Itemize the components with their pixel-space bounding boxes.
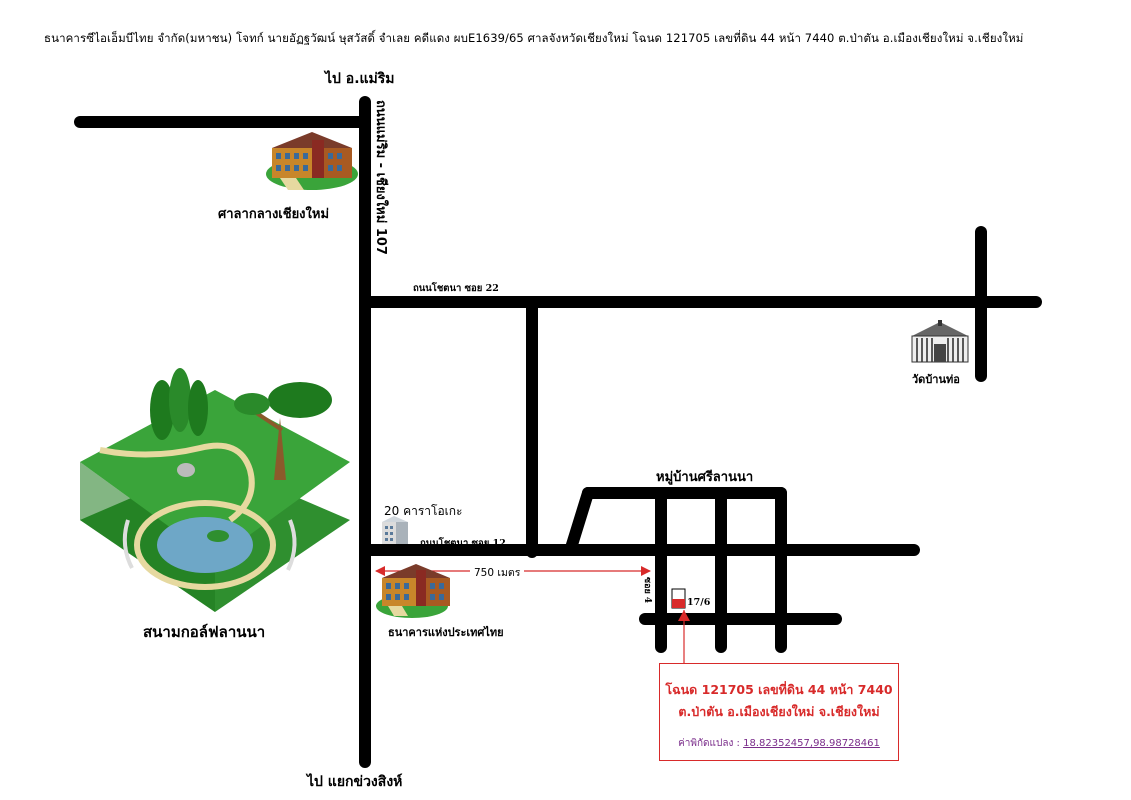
coord-value-link[interactable]: 18.82352457,98.98728461 <box>743 738 880 749</box>
golf-course-icon <box>80 368 350 612</box>
info-deed-line: โฉนด 121705 เลขที่ดิน 44 หน้า 7440 <box>665 682 893 697</box>
apartment-building-icon <box>382 516 408 544</box>
label-temple: วัดบ้านท่อ <box>912 373 960 386</box>
label-house-number: 17/6 <box>687 597 711 608</box>
coord-label: ค่าพิกัดแปลง : <box>678 738 740 749</box>
label-karaoke: 20 คาราโอเกะ <box>384 504 463 518</box>
road-network <box>74 96 1042 768</box>
info-location-line: ต.ป่าตัน อ.เมืองเชียงใหม่ จ.เชียงใหม่ <box>678 704 880 719</box>
label-soi12: ถนนโชตนา ซอย 12 <box>420 538 506 549</box>
government-building-icon <box>266 132 358 190</box>
label-soi22: ถนนโชตนา ซอย 22 <box>413 283 499 294</box>
label-south-direction: ไป แยกข่วงสิงห์ <box>307 774 403 790</box>
property-marker-icon <box>671 588 690 663</box>
label-main-road: ถนนแม่ริม - เชียงใหม่ 107 <box>373 100 388 255</box>
label-bank: ธนาคารแห่งประเทศไทย <box>388 626 504 639</box>
label-soi4: ซอย 4 <box>642 577 652 604</box>
property-info-box: โฉนด 121705 เลขที่ดิน 44 หน้า 7440 ต.ป่า… <box>659 663 899 761</box>
label-village: หมู่บ้านศรีลานนา <box>656 470 754 485</box>
temple-building-icon <box>911 320 969 363</box>
label-golf-course: สนามกอล์ฟลานนา <box>143 623 266 641</box>
label-distance: 750 เมตร <box>470 564 525 581</box>
road-village-diag <box>565 487 594 554</box>
label-city-hall: ศาลากลางเชียงใหม่ <box>218 207 330 222</box>
info-coordinates: ค่าพิกัดแปลง : 18.82352457,98.98728461 <box>660 736 898 751</box>
label-north-direction: ไป อ.แม่ริม <box>325 71 395 87</box>
header-text: ธนาคารซีไอเอ็มบีไทย จำกัด(มหาชน) โจทก์ น… <box>44 31 1024 45</box>
bank-building-icon <box>376 564 450 618</box>
